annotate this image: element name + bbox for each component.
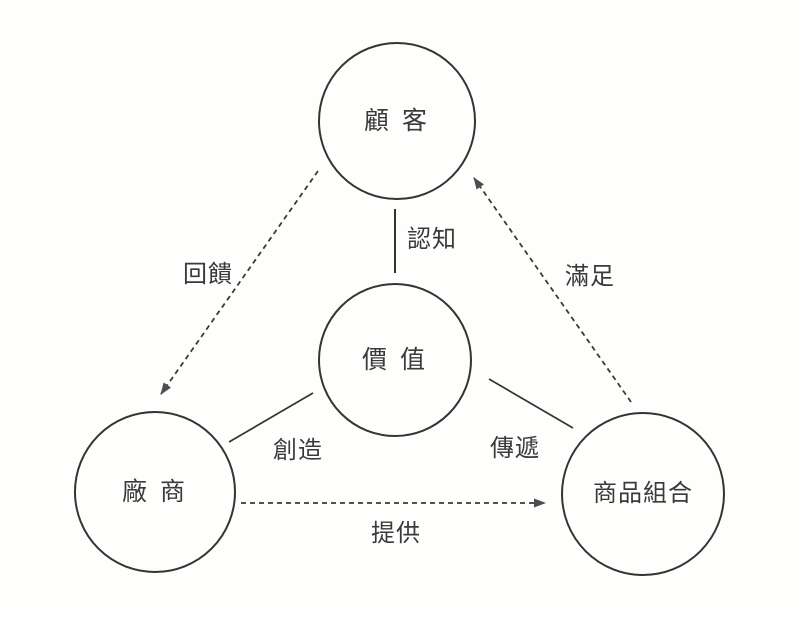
edge-create-label: 創造 [273,437,323,464]
node-manufacturer-label: 廠 商 [122,477,188,506]
edge-satisfaction-arrow [473,177,632,403]
node-product-mix-label: 商品組合 [593,480,693,507]
node-product-mix: 商品組合 [561,412,725,576]
node-value: 價 值 [318,283,472,437]
node-customer-label: 顧 客 [364,106,430,135]
node-manufacturer: 廠 商 [74,411,236,573]
edge-feedback-arrow [160,170,319,395]
edge-create-line [228,392,314,443]
node-customer: 顧 客 [318,42,476,200]
node-value-label: 價 值 [362,345,428,374]
edge-feedback-label: 回饋 [183,261,233,288]
edge-cognition-label: 認知 [407,226,457,253]
edge-provide-label: 提供 [371,520,421,547]
edge-satisfaction-label: 滿足 [565,263,615,290]
edge-deliver-label: 傳遞 [490,435,540,462]
edge-deliver-line [488,378,574,429]
